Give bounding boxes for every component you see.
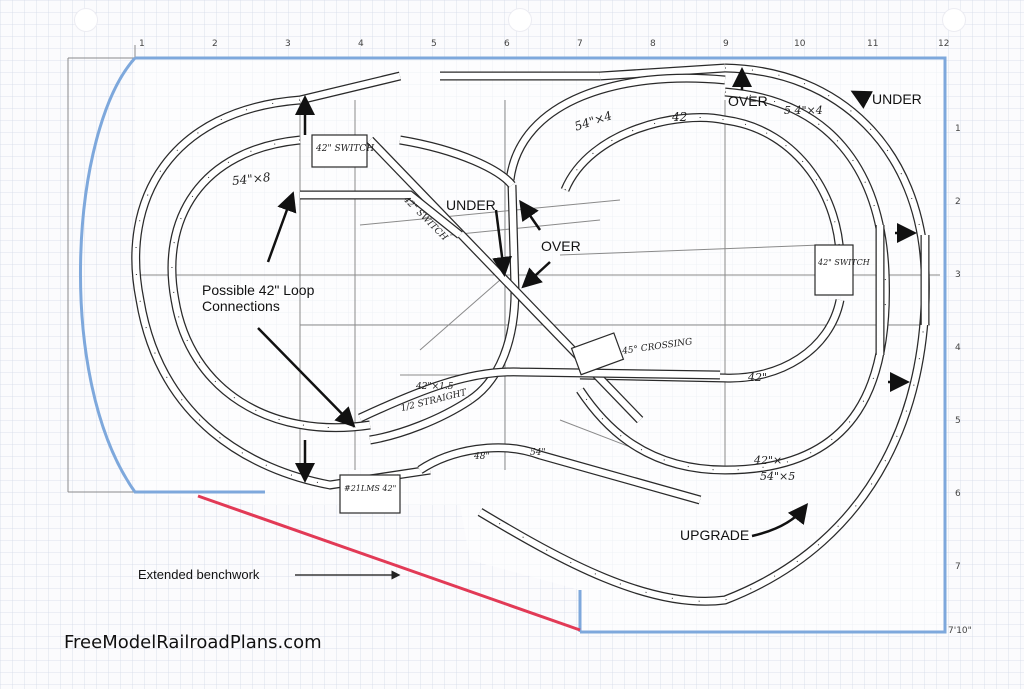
switch-boxes bbox=[311, 134, 854, 514]
ruler-right-5: 5 bbox=[955, 416, 961, 426]
label-upgrade: UPGRADE bbox=[680, 527, 750, 543]
ruler-right-3: 3 bbox=[955, 270, 961, 280]
label-over-top: OVER bbox=[728, 93, 768, 109]
label-extended-benchwork: Extended benchwork bbox=[138, 567, 260, 582]
note-radius-right-outer: 5 4"×4 bbox=[784, 104, 823, 117]
ruler-right-7: 7 bbox=[955, 562, 961, 572]
note-radius-42-right: 42" bbox=[748, 371, 768, 384]
note-switch-top-left: 42" SWITCH bbox=[316, 144, 375, 154]
ruler-top-8: 8 bbox=[650, 39, 656, 49]
note-radius-bottom-48: 48" bbox=[474, 452, 490, 462]
ruler-top-3: 3 bbox=[285, 39, 291, 49]
note-switch-bottom: #21LMS 42" bbox=[344, 484, 397, 493]
site-credit: FreeModelRailroadPlans.com bbox=[64, 632, 322, 653]
ruler-top-6: 6 bbox=[504, 39, 510, 49]
ruler-top-4: 4 bbox=[358, 39, 364, 49]
direction-arrows bbox=[257, 67, 917, 580]
ruler-right-6: 6 bbox=[955, 489, 961, 499]
label-under-top-right: UNDER bbox=[872, 91, 922, 107]
label-over-center: OVER bbox=[541, 238, 581, 254]
ruler-top-10: 10 bbox=[794, 39, 806, 49]
note-straight-1: 42"×1.5 bbox=[416, 382, 454, 392]
label-under-center: UNDER bbox=[446, 197, 496, 213]
ruler-top-2: 2 bbox=[212, 39, 218, 49]
track-layout bbox=[131, 63, 930, 606]
binder-hole-left bbox=[74, 8, 98, 32]
label-possible-loops: Possible 42" Loop Connections bbox=[202, 282, 315, 314]
benchwork-paper-area bbox=[135, 58, 945, 632]
note-radius-42-bottom: 42"× bbox=[754, 454, 783, 467]
benchwork-outline bbox=[78, 56, 947, 634]
note-radius-42-top: 42 bbox=[672, 110, 688, 124]
ruler-right-1: 1 bbox=[955, 124, 961, 134]
ruler-top-1: 1 bbox=[139, 39, 145, 49]
extended-benchwork-line bbox=[197, 494, 581, 632]
ruler-right-4: 4 bbox=[955, 343, 961, 353]
ruler-corner-label: 7'10" bbox=[948, 626, 972, 636]
binder-hole-right bbox=[942, 8, 966, 32]
note-radius-54-bottom: 54"×5 bbox=[760, 470, 796, 483]
binder-hole-center bbox=[508, 8, 532, 32]
ruler-top-7: 7 bbox=[577, 39, 583, 49]
note-radius-bottom-54: 54" bbox=[530, 448, 546, 458]
note-switch-right: 42" SWITCH bbox=[818, 258, 870, 267]
ruler-top-5: 5 bbox=[431, 39, 437, 49]
ruler-top-12: 12 bbox=[938, 39, 950, 49]
ruler-top-11: 11 bbox=[867, 39, 879, 49]
ruler-right-2: 2 bbox=[955, 197, 961, 207]
ruler-top-9: 9 bbox=[723, 39, 729, 49]
